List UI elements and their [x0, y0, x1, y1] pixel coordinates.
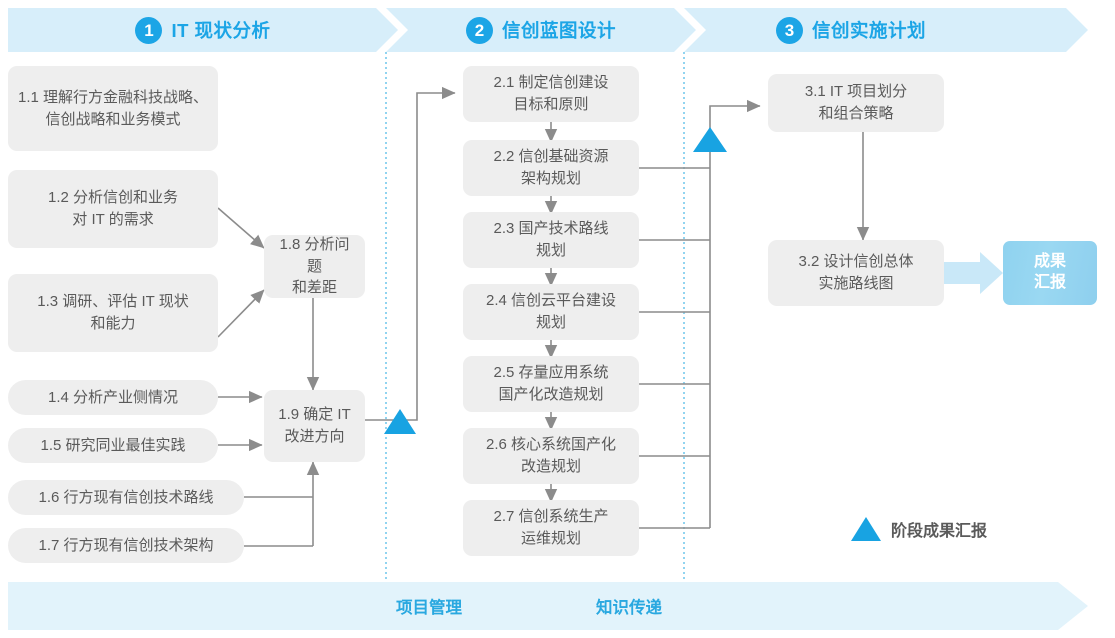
phase-3-number: 3: [776, 16, 803, 44]
node-2-4[interactable]: 2.4 信创云平台建设 规划: [463, 284, 639, 340]
node-2-6[interactable]: 2.6 核心系统国产化 改造规划: [463, 428, 639, 484]
phase-1-shape: [8, 8, 398, 52]
legend-milestone: 阶段成果汇报: [851, 517, 987, 541]
phase-header-1[interactable]: 1 IT 现状分析: [8, 8, 398, 52]
node-1-5[interactable]: 1.5 研究同业最佳实践: [8, 428, 218, 463]
node-1-8[interactable]: 1.8 分析问题 和差距: [264, 235, 365, 298]
milestone-triangle-1: [384, 409, 416, 434]
node-2-5[interactable]: 2.5 存量应用系统 国产化改造规划: [463, 356, 639, 412]
triangle-milestone-icon: [851, 517, 881, 541]
phase-3-shape: [684, 8, 1088, 52]
node-3-2[interactable]: 3.2 设计信创总体 实施路线图: [768, 240, 944, 306]
node-1-6[interactable]: 1.6 行方现有信创技术路线: [8, 480, 244, 515]
node-2-2[interactable]: 2.2 信创基础资源 架构规划: [463, 140, 639, 196]
node-1-3[interactable]: 1.3 调研、评估 IT 现状 和能力: [8, 274, 218, 352]
phase-3-title: 信创实施计划: [812, 20, 927, 41]
node-1-9[interactable]: 1.9 确定 IT 改进方向: [264, 390, 365, 462]
node-1-7[interactable]: 1.7 行方现有信创技术架构: [8, 528, 244, 563]
node-2-7[interactable]: 2.7 信创系统生产 运维规划: [463, 500, 639, 556]
legend-milestone-label: 阶段成果汇报: [891, 523, 988, 540]
node-1-1[interactable]: 1.1 理解行方金融科技战略、 信创战略和业务模式: [8, 66, 218, 151]
node-2-3[interactable]: 2.3 国产技术路线 规划: [463, 212, 639, 268]
phase-1-number: 1: [135, 16, 163, 44]
footer-band-shape: [8, 582, 1088, 630]
phase-header-2[interactable]: 2 信创蓝图设计: [386, 8, 696, 52]
node-2-1[interactable]: 2.1 制定信创建设 目标和原则: [463, 66, 639, 122]
node-3-1[interactable]: 3.1 IT 项目划分 和组合策略: [768, 74, 944, 132]
phase-2-shape: [386, 8, 696, 52]
result-report-badge[interactable]: 成果 汇报: [1003, 241, 1097, 305]
footer-label-1: 知识传递: [596, 599, 662, 617]
phase-1-title: IT 现状分析: [171, 20, 271, 41]
footer-band: 项目管理 知识传递: [8, 582, 1088, 630]
milestone-triangle-2: [693, 127, 727, 152]
phase-2-title: 信创蓝图设计: [501, 20, 616, 41]
phase-2-number: 2: [465, 16, 493, 44]
node-1-4[interactable]: 1.4 分析产业侧情况: [8, 380, 218, 415]
node-1-2[interactable]: 1.2 分析信创和业务 对 IT 的需求: [8, 170, 218, 248]
footer-label-0: 项目管理: [396, 599, 462, 617]
phase-header-3[interactable]: 3 信创实施计划: [684, 8, 1088, 52]
